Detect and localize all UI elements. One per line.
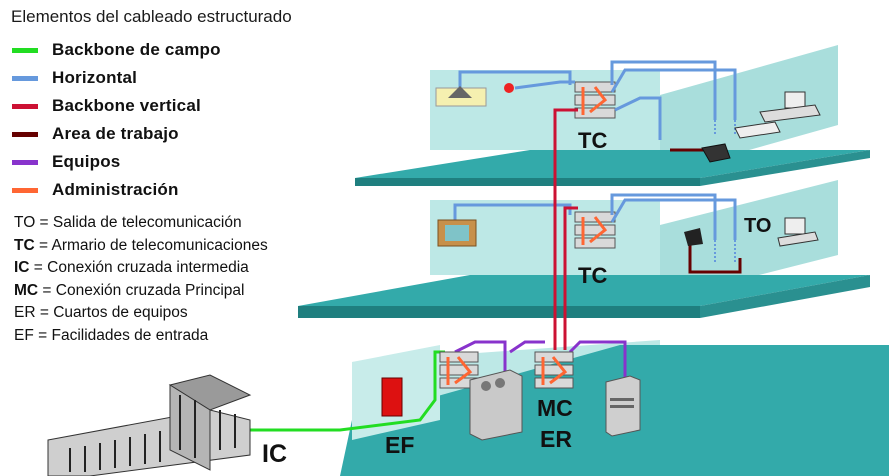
definition-abbr: TO <box>14 214 36 231</box>
legend-label: Equipos <box>52 152 121 171</box>
floor-top-slab-side <box>700 150 870 186</box>
label-ic: IC <box>262 440 287 468</box>
definition-text: = Conexión cruzada intermedia <box>29 259 249 276</box>
label-tc-middle: TC <box>578 263 608 288</box>
definition-tc: TC = Armario de telecomunicaciones <box>14 235 268 258</box>
lamp-top <box>435 86 487 107</box>
floor-middle <box>298 180 870 318</box>
legend-label: Backbone vertical <box>52 96 201 115</box>
picture-frame-middle <box>437 219 477 247</box>
definition-to: TO = Salida de telecomunicación <box>14 212 268 235</box>
definition-text: = Cuartos de equipos <box>35 304 188 321</box>
definition-text: = Armario de telecomunicaciones <box>34 236 268 254</box>
legend-label: Horizontal <box>52 68 138 87</box>
legend-swatch <box>12 187 38 193</box>
legend-swatch <box>12 159 38 165</box>
definition-text: = Facilidades de entrada <box>33 326 209 344</box>
phone-top <box>701 143 731 163</box>
backbone-vertical-cables <box>553 108 578 350</box>
label-mc: MC <box>537 395 573 421</box>
floor-top-right-wall <box>660 45 838 175</box>
label-ef: EF <box>385 432 415 458</box>
legend: Backbone de campo Horizontal Backbone ve… <box>12 36 221 204</box>
horizontal-cables <box>453 60 737 240</box>
floor-top-back-wall <box>430 70 660 150</box>
definition-text: = Conexión cruzada Principal <box>38 281 245 299</box>
building-ic <box>47 374 252 476</box>
definition-ic: IC = Conexión cruzada intermedia <box>14 257 268 280</box>
server-cabinet <box>469 369 523 441</box>
label-er: ER <box>540 426 572 452</box>
diagram-title: Elementos del cableado estructurado <box>11 7 292 26</box>
label-tc-top: TC <box>578 128 608 153</box>
workstation-top <box>759 91 821 123</box>
definition-abbr: EF <box>14 326 34 344</box>
definition-text: = Salida de telecomunicación <box>35 214 242 231</box>
legend-swatch <box>12 131 38 137</box>
floor-middle-slab-edge <box>298 306 700 318</box>
tower-computer <box>605 375 641 437</box>
campus-backbone-cable <box>248 350 445 432</box>
definition-ef: EF = Facilidades de entrada <box>14 325 268 348</box>
printer-top <box>734 121 781 139</box>
legend-swatch <box>12 75 38 81</box>
legend-swatch <box>12 47 38 53</box>
definition-abbr: IC <box>14 259 30 276</box>
entrance-facility-box <box>381 377 403 417</box>
floor-middle-right-wall <box>660 180 838 300</box>
mc-patch-panels <box>439 351 574 389</box>
legend-item-backbone-campo: Backbone de campo <box>12 36 221 64</box>
abbreviation-definitions: TO = Salida de telecomunicación TC = Arm… <box>14 212 268 347</box>
legend-item-equipos: Equipos <box>12 148 221 176</box>
definition-abbr: TC <box>14 236 35 254</box>
floor-middle-slab-side <box>700 275 870 318</box>
alarm-top <box>504 83 514 93</box>
legend-item-backbone-vertical: Backbone vertical <box>12 92 221 120</box>
legend-item-area-trabajo: Area de trabajo <box>12 120 221 148</box>
definition-mc: MC = Conexión cruzada Principal <box>14 280 268 303</box>
floor-middle-slab <box>298 275 870 306</box>
tc-top-patch-panel <box>574 81 616 119</box>
legend-item-horizontal: Horizontal <box>12 64 221 92</box>
legend-label: Administración <box>52 180 179 199</box>
definition-abbr: MC <box>14 281 39 299</box>
legend-swatch <box>12 103 38 109</box>
camera-middle <box>684 228 703 246</box>
legend-label: Backbone de campo <box>52 40 221 59</box>
floor-top-slab <box>355 150 870 178</box>
definition-er: ER = Cuartos de equipos <box>14 302 268 325</box>
legend-item-administracion: Administración <box>12 176 221 204</box>
horizontal-dotted-drops <box>714 120 736 262</box>
equipment-cables <box>454 340 627 380</box>
tc-middle-patch-panel <box>574 211 616 249</box>
definition-abbr: ER <box>14 304 36 321</box>
floor-top-slab-edge <box>355 178 700 186</box>
workstation-middle <box>777 217 819 247</box>
legend-label: Area de trabajo <box>52 124 179 143</box>
label-to: TO <box>744 215 772 237</box>
